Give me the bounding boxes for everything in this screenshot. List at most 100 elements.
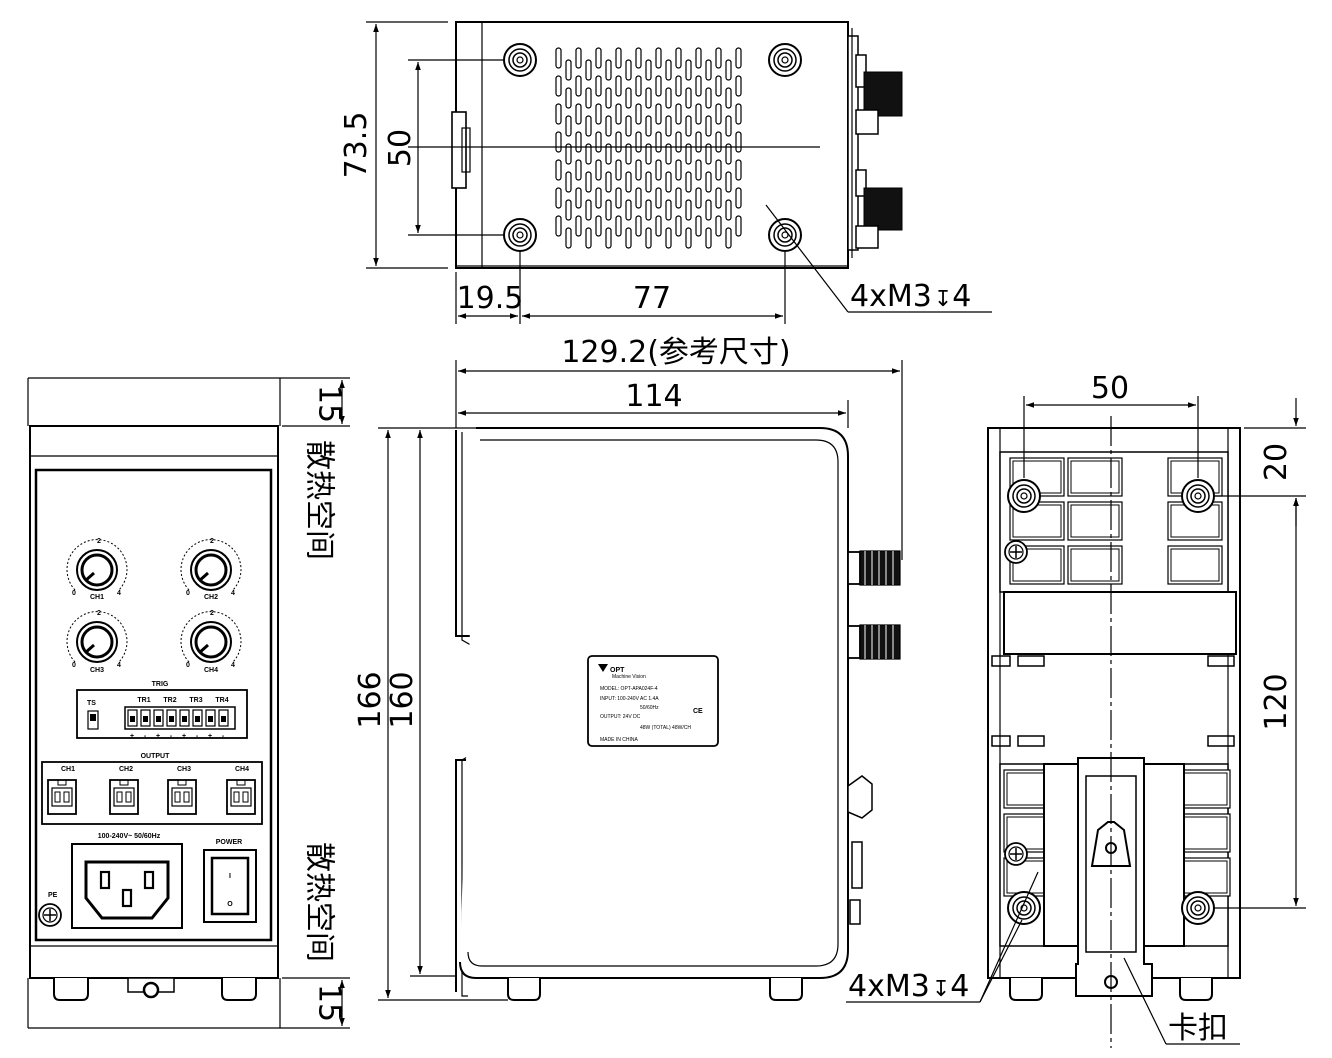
knob-label-ch4: CH4 [204, 667, 218, 674]
svg-text:-: - [222, 733, 225, 740]
knob-label-ch2: CH2 [204, 594, 218, 601]
vent-slot [565, 87, 572, 109]
scale-min: 0 [72, 590, 76, 597]
vent-slot [555, 131, 562, 153]
nameplate-input: INPUT: 100-240V AC 1.4A [600, 696, 659, 702]
output-connector-ch3[interactable] [167, 779, 197, 815]
side-foot-right [769, 978, 803, 1001]
vent-slot [655, 47, 662, 69]
output-connector-ch1[interactable] [47, 779, 77, 815]
vent-slot [675, 159, 682, 181]
power-label: POWER [216, 839, 242, 846]
vent-slot [595, 103, 602, 125]
vent-slot [595, 75, 602, 97]
dim-top-hole-pitch: 77 [633, 281, 671, 316]
vent-slot [615, 47, 622, 69]
vent-slot [705, 171, 712, 193]
vent-slot [685, 115, 692, 137]
vent-slot [555, 159, 562, 181]
vent-slot [625, 199, 632, 221]
knob-scales: 2 2 2 2 0 0 0 0 4 4 4 4 [72, 538, 235, 669]
vent-slot [675, 47, 682, 69]
vent-slot [615, 215, 622, 237]
dim-rear-top-offset: 20 [1259, 443, 1294, 481]
vent-slot [695, 75, 702, 97]
vent-slot [615, 187, 622, 209]
vent-slot [715, 215, 722, 237]
trig-polarity: + - + - + - + - [130, 733, 225, 740]
vent-slot [695, 215, 702, 237]
side-foot-left [507, 978, 541, 1001]
side-switch-profile [851, 841, 863, 889]
dim-overall-length: 129.2(参考尺寸) [561, 335, 790, 370]
vent-slot [645, 143, 652, 165]
trig-terminals[interactable] [127, 709, 229, 727]
vent-slot [715, 159, 722, 181]
knob-label-ch1: CH1 [90, 594, 104, 601]
rear-foot-left [1009, 978, 1043, 1001]
clip-label: 卡扣 [1168, 1011, 1228, 1046]
output-connector-ch2[interactable] [109, 779, 139, 815]
side-strain-relief [847, 775, 873, 819]
top-view-connectors [847, 28, 903, 258]
rear-clip [1075, 757, 1153, 997]
vent-slot [645, 227, 652, 249]
vent-slot [735, 75, 742, 97]
vent-slot [615, 131, 622, 153]
output-connector-ch4[interactable] [226, 779, 256, 815]
ts-label: TS [87, 700, 96, 707]
vent-slot [585, 87, 592, 109]
scale-min: 0 [186, 662, 190, 669]
nameplate-tagline: Machine Vision [612, 674, 646, 680]
vent-slot [635, 75, 642, 97]
output-title: OUTPUT [141, 753, 171, 760]
nameplate-power: 48W (TOTAL) 48W/CH [640, 725, 691, 731]
vent-slot [595, 131, 602, 153]
scale-max: 4 [231, 662, 235, 669]
front-view: CH1 CH2 CH3 CH4 2 2 2 2 0 0 0 0 4 4 4 4 … [27, 377, 350, 1029]
trig-label-tr4: TR4 [215, 697, 228, 704]
vent-slot [675, 75, 682, 97]
vent-slot [605, 171, 612, 193]
scale-mid: 2 [210, 610, 214, 617]
vent-slot [715, 75, 722, 97]
vent-slot [735, 103, 742, 125]
vent-slot [735, 159, 742, 181]
heat-space-label-bottom: 散热空间 [302, 842, 337, 962]
vent-slot [705, 115, 712, 137]
svg-text:-: - [196, 733, 199, 740]
vent-slot [575, 187, 582, 209]
vent-slot [565, 171, 572, 193]
vent-slot [585, 171, 592, 193]
vent-slot [725, 227, 732, 249]
svg-text:-: - [170, 733, 173, 740]
vent-slot [735, 47, 742, 69]
vent-slot [695, 187, 702, 209]
vent-slot [645, 199, 652, 221]
vent-slot [715, 47, 722, 69]
power-input-label: 100-240V~ 50/60Hz [98, 833, 161, 840]
dim-body-length: 114 [625, 379, 682, 414]
vent-slot [675, 103, 682, 125]
vent-slot [725, 87, 732, 109]
vent-slot [605, 199, 612, 221]
dim-top-offset: 19.5 [457, 281, 524, 316]
nameplate-model: MODEL: OPT-APA024F-4 [600, 686, 658, 692]
nameplate-brand: OPT [610, 667, 625, 674]
dim-rear-hole-spacing: 50 [1091, 371, 1129, 406]
switch-on-mark: I [229, 873, 231, 880]
vent-slot [665, 199, 672, 221]
vent-slot [705, 227, 712, 249]
vent-slot [695, 47, 702, 69]
trig-label-tr3: TR3 [189, 697, 202, 704]
side-bnc-upper [847, 550, 901, 586]
vent-slot [695, 131, 702, 153]
vent-slot [555, 187, 562, 209]
dim-rear-hole-pitch: 120 [1259, 673, 1294, 730]
dim-top-height: 73.5 [339, 112, 374, 179]
vent-slot [625, 59, 632, 81]
power-inlet[interactable] [71, 843, 183, 929]
vent-slot [575, 47, 582, 69]
pe-screw [38, 903, 62, 927]
vent-slot [585, 199, 592, 221]
